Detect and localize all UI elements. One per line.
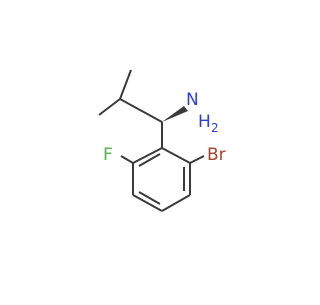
atom-label-h: H	[198, 112, 211, 132]
molecule-structure: N H 2 F Br	[98, 69, 226, 212]
ring-bond-3	[161, 194, 191, 212]
ring-double-bond-top	[138, 153, 161, 167]
ring-double-bond-bottom	[138, 191, 161, 205]
ring-bond-4	[132, 194, 163, 212]
ring-bond-6	[132, 147, 163, 164]
stereo-wedge-bond	[162, 106, 188, 122]
atom-label-n: N	[186, 90, 199, 110]
atom-label-f: F	[103, 145, 113, 165]
atom-label-h-subscript: 2	[211, 121, 219, 135]
bond-to-bromine	[189, 155, 205, 164]
atom-label-layer: N H 2 F Br	[103, 90, 226, 165]
bond-methyl-left	[98, 98, 121, 116]
bond-layer	[98, 69, 205, 212]
atom-label-br: Br	[207, 145, 226, 165]
bond-methyl-top	[119, 69, 132, 100]
bond-to-fluorine	[120, 155, 134, 164]
bond-ch-chiral	[119, 98, 163, 123]
ring-bond-1	[161, 147, 191, 164]
structure-canvas: N H 2 F Br	[98, 69, 226, 212]
